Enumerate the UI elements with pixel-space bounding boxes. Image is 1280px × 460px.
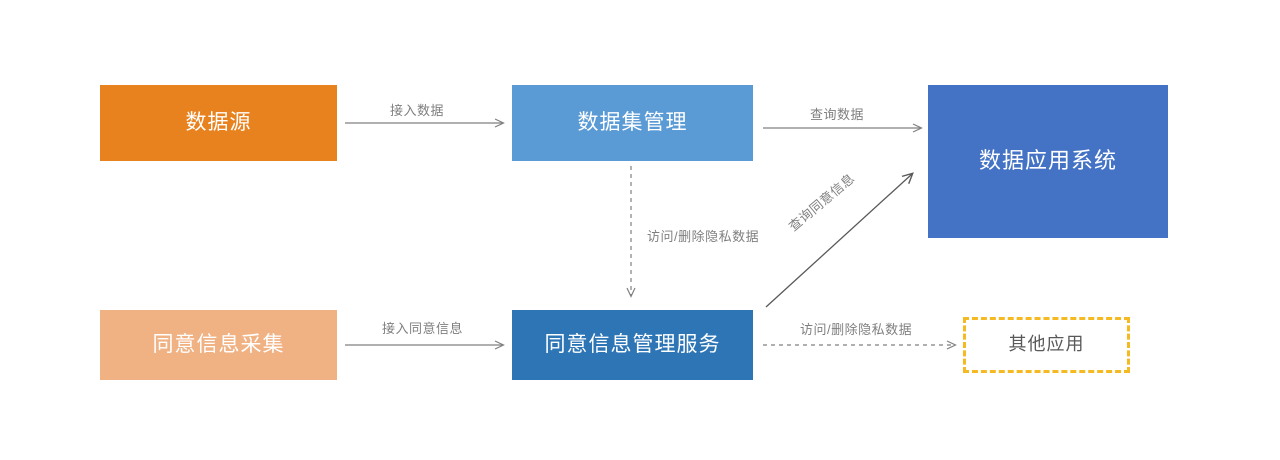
edge-line-query-consent [765,172,914,308]
edge-label-query-data: 查询数据 [810,107,865,122]
node-data-application-system-label: 数据应用系统 [978,148,1117,174]
node-other-applications[interactable]: 其他应用 [963,317,1130,373]
node-dataset-management[interactable]: 数据集管理 [512,85,753,161]
node-data-source[interactable]: 数据源 [100,85,337,161]
edge-label-ingest-data: 接入数据 [390,103,445,118]
edge-label-privacy-vertical: 访问/删除隐私数据 [647,229,760,244]
node-consent-management-service-label: 同意信息管理服务 [544,333,721,357]
node-other-applications-label: 其他应用 [1008,334,1085,355]
node-consent-collection-label: 同意信息采集 [152,333,285,357]
node-dataset-management-label: 数据集管理 [577,111,688,135]
edge-label-privacy-bottom: 访问/删除隐私数据 [800,322,913,337]
node-consent-collection[interactable]: 同意信息采集 [100,310,337,380]
edge-label-ingest-consent: 接入同意信息 [382,321,464,336]
node-consent-management-service[interactable]: 同意信息管理服务 [512,310,753,380]
node-data-application-system[interactable]: 数据应用系统 [928,85,1168,238]
node-data-source-label: 数据源 [185,111,252,135]
